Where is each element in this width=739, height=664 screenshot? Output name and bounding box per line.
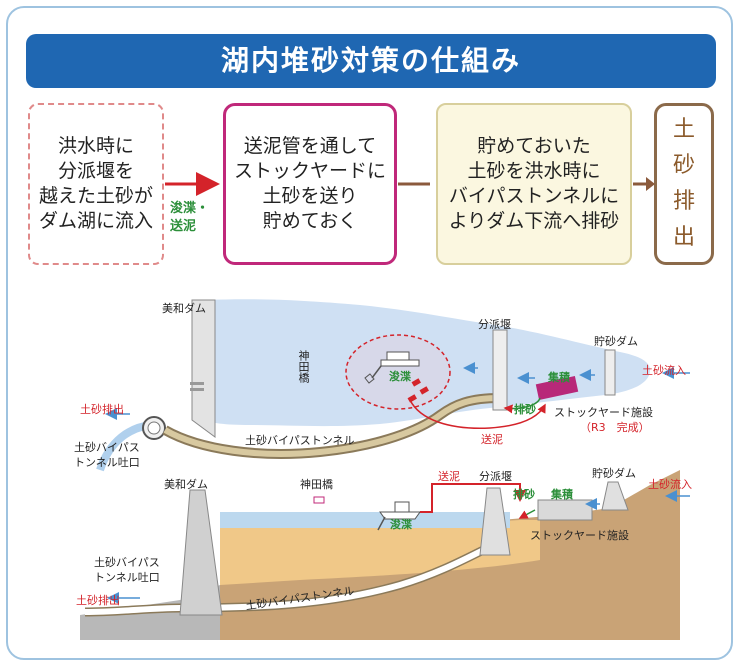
step3-line: よりダム下流へ排砂 [448,210,620,232]
step-stockyard-box: 送泥管を通して ストックヤードに 土砂を送り 貯めておく [223,103,397,265]
step2-line: 貯めておく [262,210,358,232]
section-dredging-label: 浚渫 [390,518,412,531]
step3-line: バイパストンネルに [448,185,620,207]
stockyard-section [537,499,593,521]
diagram-title: 湖内堆砂対策の仕組み [26,34,716,88]
step2-line: 土砂を送り [262,185,358,207]
plan-miwa-dam-label: 美和ダム [162,302,206,315]
tunnel-outlet-line: トンネル吐口 [94,571,160,584]
plan-dredging-label: 浚渫 [389,370,411,383]
section-miwa-dam-label: 美和ダム [164,478,208,491]
chosa-dam-plan [604,349,616,396]
step1-line: 洪水時に [57,135,134,157]
bunpa-weir-plan [492,329,508,411]
step-discharge-box: 土 砂 排 出 [654,103,714,265]
step3-line: 土砂を洪水時に [467,160,601,182]
miwa-dam-plan [191,299,216,438]
step-inflow-box: 洪水時に 分派堰を 越えた土砂が ダム湖に流入 [28,103,164,265]
mud-transport-pipe-section [420,483,526,513]
section-discharge-label: 排砂 [513,488,535,501]
miwa-dam-section [179,489,223,616]
step4-char: 排 [672,189,695,214]
tunnel-outlet-line: 土砂バイパス [94,556,160,569]
step1-line: 越えた土砂が [38,185,153,207]
section-bunpa-weir-label: 分派堰 [479,470,512,483]
section-stockyard-label: ストックヤード施設 [530,529,629,542]
plan-mud-transport-label: 送泥 [481,433,503,446]
step4-char: 砂 [672,153,695,178]
section-outflow-label: 土砂排出 [76,594,120,607]
step1-line: ダム湖に流入 [38,210,153,232]
plan-stockyard-note: （R3 完成） [580,421,650,434]
plan-outflow-label: 土砂排出 [80,403,124,416]
mud-transport-arrow-plan [409,399,546,429]
plan-tunnel-outlet-label: 土砂バイパス トンネル吐口 [74,440,140,470]
reservoir-section [220,512,510,528]
arrow-label-line: 送泥 [170,219,197,234]
arrow-label-line: 浚渫・ [170,201,210,216]
tunnel-outlet-line: トンネル吐口 [74,456,140,469]
plan-bypass-tunnel-label: 土砂バイパストンネル [245,434,355,447]
tunnel-outlet-line: 土砂バイパス [74,441,140,454]
plan-chosa-dam-label: 貯砂ダム [594,335,638,348]
sediment-layer [220,520,540,585]
flow-arrow-3-head [646,177,655,191]
plan-kanda-bridge-label: 神田橋 [297,350,310,383]
plan-discharge-label: 排砂 [514,403,536,416]
section-inflow-label: 土砂流入 [648,478,692,491]
dredging-transport-label: 浚渫・ 送泥 [170,200,209,236]
step2-line: ストックヤードに [233,160,386,182]
chosa-dam-section [601,481,629,511]
step4-char: 土 [672,117,695,142]
step1-line: 分派堰を [57,160,134,182]
step-bypass-box: 貯めておいた 土砂を洪水時に バイパストンネルに よりダム下流へ排砂 [436,103,632,265]
plan-accumulation-label: 集積 [548,371,570,384]
plan-stockyard-label: ストックヤード施設 [554,406,653,419]
section-accumulation-label: 集積 [551,488,573,501]
section-mud-transport-label: 送泥 [438,470,460,483]
stockyard-plan [535,376,579,400]
step3-line: 貯めておいた [477,135,591,157]
section-chosa-dam-label: 貯砂ダム [592,467,636,480]
plan-bunpa-weir-label: 分派堰 [478,318,511,331]
step4-char: 出 [672,225,695,250]
step2-line: 送泥管を通して [243,135,377,157]
section-kanda-bridge-label: 神田橋 [300,478,333,491]
plan-inflow-label: 土砂流入 [642,364,686,377]
bunpa-weir-section [479,487,511,556]
section-tunnel-outlet-label: 土砂バイパス トンネル吐口 [94,555,160,585]
